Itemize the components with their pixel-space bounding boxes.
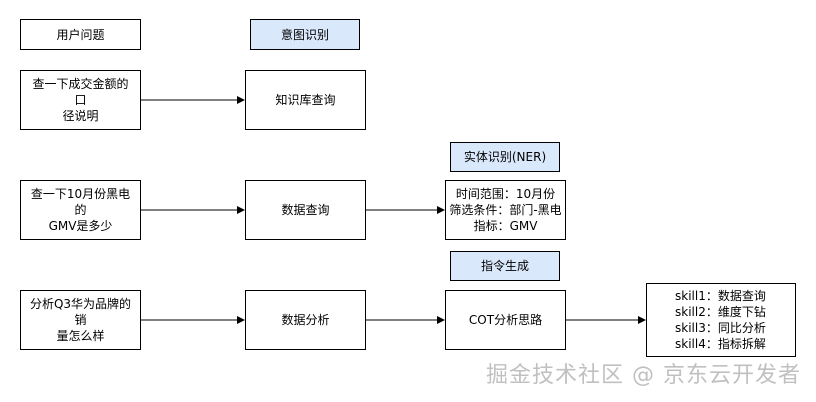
question-box-2: 查一下10月份黑电的 GMV是多少 [20,180,141,240]
user-question-header: 用户问题 [20,19,141,50]
watermark-text: 掘金技术社区 @ 京东云开发者 [486,363,801,388]
data-query-box: 数据查询 [245,180,366,240]
ner-result-box: 时间范围：10月份 筛选条件：部门-黑电 指标：GMV [445,180,566,240]
skills-list-box: skill1：数据查询 skill2：维度下钻 skill3：同比分析 skil… [646,283,796,357]
ner-tag: 实体识别(NER) [450,142,560,172]
instruction-generation-tag: 指令生成 [450,251,560,281]
question-box-3: 分析Q3华为品牌的销 量怎么样 [20,290,141,350]
question-box-1: 查一下成交金额的口 径说明 [20,70,141,130]
data-analysis-box: 数据分析 [245,290,366,350]
knowledge-base-query-box: 知识库查询 [245,70,366,130]
intent-recognition-header: 意图识别 [250,19,360,50]
cot-analysis-box: COT分析思路 [445,290,566,350]
